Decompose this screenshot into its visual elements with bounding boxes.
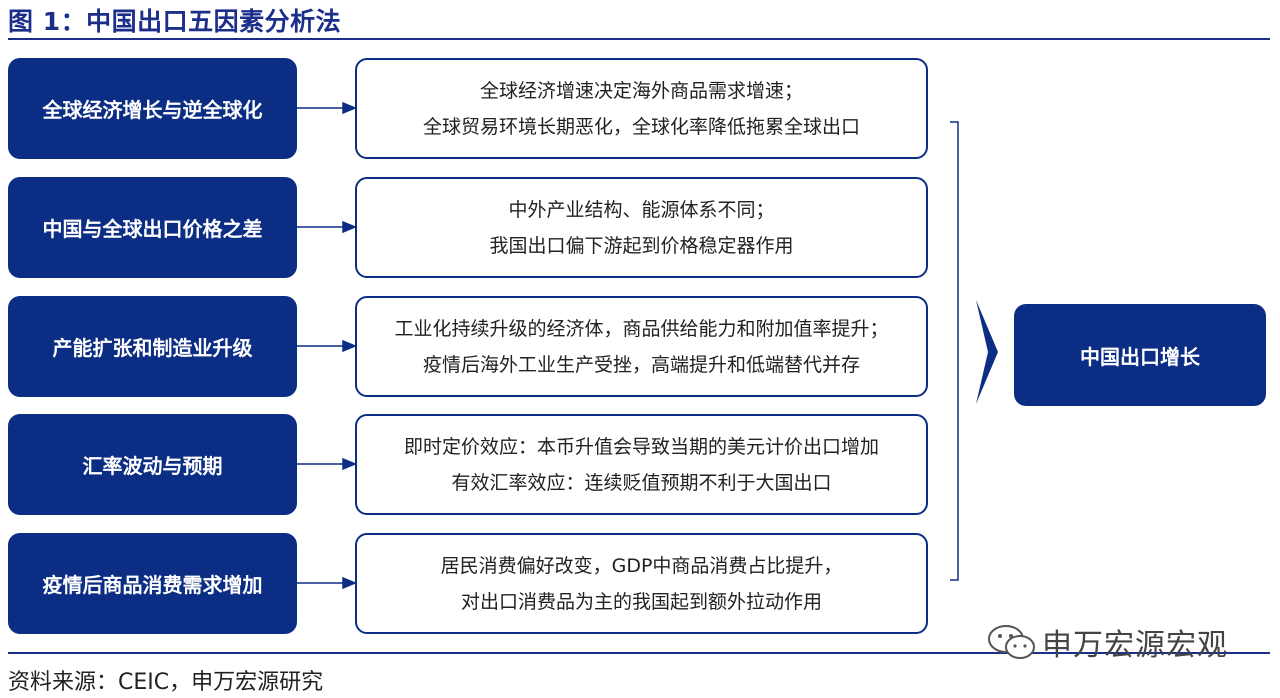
desc-line: 对出口消费品为主的我国起到额外拉动作用: [460, 590, 822, 613]
figure-title: 图 1：中国出口五因素分析法: [8, 7, 342, 36]
factor-box-1: 全球经济增长与逆全球化: [8, 58, 297, 159]
desc-line: 中外产业结构、能源体系不同；: [508, 198, 775, 221]
arrow-head-icon: [342, 101, 357, 115]
watermark: 申万宏源宏观: [986, 620, 1228, 664]
arrow-head-icon: [342, 576, 357, 590]
arrow-head-icon: [342, 457, 357, 471]
arrow-head-icon: [342, 339, 357, 353]
desc-line: 即时定价效应：本币升值会导致当期的美元计价出口增加: [403, 435, 879, 458]
desc-box-5: 居民消费偏好改变，GDP中商品消费占比提升， 对出口消费品为主的我国起到额外拉动…: [355, 533, 928, 634]
wechat-icon: [988, 625, 1035, 659]
arrow-head-icon: [342, 220, 357, 234]
desc-box-2: 中外产业结构、能源体系不同； 我国出口偏下游起到价格稳定器作用: [355, 177, 928, 278]
factor-box-5: 疫情后商品消费需求增加: [8, 533, 297, 634]
desc-line: 工业化持续升级的经济体，商品供给能力和附加值率提升；: [394, 317, 889, 340]
factor-box-2: 中国与全球出口价格之差: [8, 177, 297, 278]
desc-line: 疫情后海外工业生产受挫，高端提升和低端替代并存: [422, 353, 860, 376]
watermark-text: 申万宏源宏观: [1042, 628, 1228, 663]
result-box: 中国出口增长: [1014, 304, 1266, 406]
desc-box-1: 全球经济增速决定海外商品需求增速； 全球贸易环境长期恶化，全球化率降低拖累全球出…: [355, 58, 928, 159]
desc-line: 居民消费偏好改变，GDP中商品消费占比提升，: [440, 554, 843, 577]
bracket: [950, 121, 959, 581]
big-arrow-icon: [976, 300, 998, 404]
source-rule: [8, 652, 1270, 654]
desc-line: 有效汇率效应：连续贬值预期不利于大国出口: [451, 471, 832, 494]
desc-line: 全球经济增速决定海外商品需求增速；: [479, 79, 803, 102]
desc-box-4: 即时定价效应：本币升值会导致当期的美元计价出口增加 有效汇率效应：连续贬值预期不…: [355, 414, 928, 515]
factor-box-4: 汇率波动与预期: [8, 414, 297, 515]
desc-box-3: 工业化持续升级的经济体，商品供给能力和附加值率提升； 疫情后海外工业生产受挫，高…: [355, 296, 928, 397]
title-rule: [8, 38, 1270, 40]
source-note: 资料来源：CEIC，申万宏源研究: [8, 670, 324, 695]
desc-line: 我国出口偏下游起到价格稳定器作用: [489, 234, 794, 257]
desc-line: 全球贸易环境长期恶化，全球化率降低拖累全球出口: [422, 115, 860, 138]
factor-box-3: 产能扩张和制造业升级: [8, 296, 297, 397]
